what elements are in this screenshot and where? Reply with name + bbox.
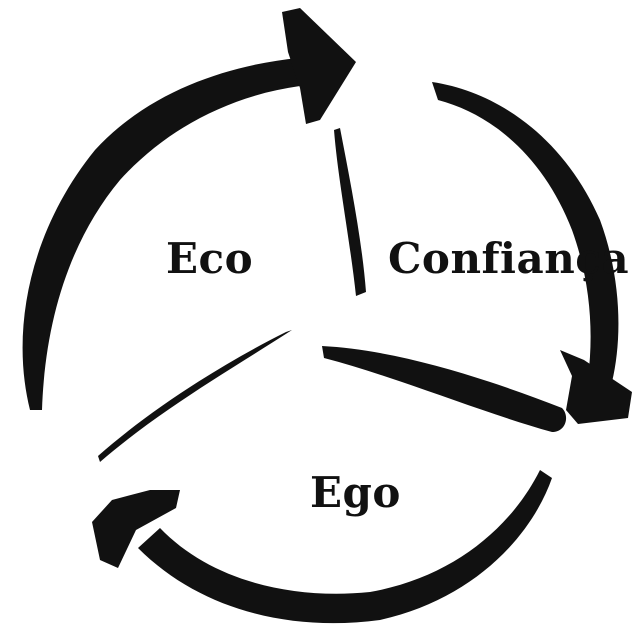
label-eco: Eco (166, 234, 254, 283)
arrowhead-top (282, 8, 356, 124)
arrowhead-right (560, 350, 632, 424)
arc-arrow-bottom (138, 470, 552, 624)
divider-lower-left (98, 330, 292, 462)
arc-arrow-right (432, 82, 619, 382)
label-ego: Ego (310, 468, 401, 517)
arc-arrow-top-left (22, 58, 300, 410)
arrowhead-bottom (92, 490, 180, 568)
label-confianca: Confiança (388, 234, 630, 283)
divider-lower-right (322, 346, 567, 432)
divider-top (334, 128, 366, 296)
